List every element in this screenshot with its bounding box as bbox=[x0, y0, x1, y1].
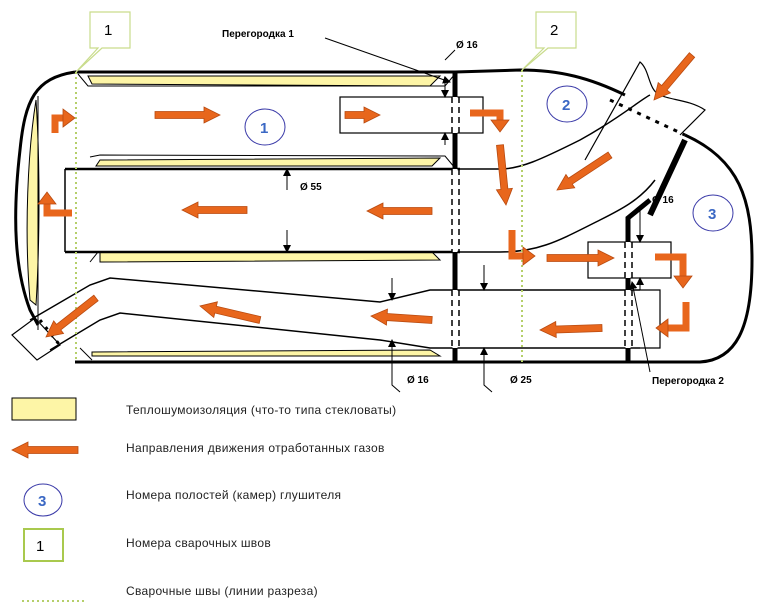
insulation-left bbox=[26, 99, 40, 307]
dim-right-pipe-label: Ø 16 bbox=[652, 195, 674, 206]
flow-arrow bbox=[546, 249, 615, 267]
gas-flow-arrows bbox=[37, 52, 696, 339]
flow-arrow-bend bbox=[508, 230, 536, 266]
dim-bottom-pipe-label: Ø 16 bbox=[407, 375, 429, 386]
insulation-mid-upper bbox=[95, 157, 442, 167]
flow-arrow bbox=[181, 201, 248, 219]
legend-item-seam-number: 1 Номера сварочных швов bbox=[23, 528, 271, 562]
flow-arrow bbox=[344, 106, 381, 124]
chamber-1: 1 bbox=[244, 108, 286, 146]
gas-flow-arrow-sample-shape bbox=[11, 441, 79, 459]
legend-item-insulation: Теплошумоизоляция (что-то типа стекловат… bbox=[11, 397, 396, 421]
seam-number-sample bbox=[23, 528, 64, 562]
svg-text:Номера полостей (камер) глушит: Номера полостей (камер) глушителя bbox=[126, 488, 341, 502]
svg-text:Номера сварочных швов: Номера сварочных швов bbox=[126, 536, 271, 550]
baffle-1 bbox=[451, 72, 460, 362]
svg-text:Теплошумоизоляция (что-то типа: Теплошумоизоляция (что-то типа стекловат… bbox=[126, 403, 396, 417]
svg-text:2: 2 bbox=[562, 97, 570, 114]
insulation-mid-lower bbox=[99, 251, 442, 263]
legend: Теплошумоизоляция (что-то типа стекловат… bbox=[11, 397, 396, 602]
svg-text:Сварочные швы (линии разреза): Сварочные швы (линии разреза) bbox=[126, 584, 318, 598]
flow-arrow-bend bbox=[655, 253, 693, 289]
svg-text:1: 1 bbox=[36, 538, 44, 555]
dim-top-pipe-label: Ø 16 bbox=[456, 40, 478, 51]
legend-item-gas-flow: Направления движения отработанных газов bbox=[11, 441, 385, 459]
flow-arrow bbox=[366, 202, 433, 220]
flow-arrow bbox=[539, 320, 603, 339]
muffler-body bbox=[14, 68, 754, 364]
gas-flow-arrow-sample bbox=[11, 441, 79, 459]
svg-text:1: 1 bbox=[260, 120, 268, 137]
flow-arrow bbox=[495, 144, 513, 206]
chamber-2: 2 bbox=[546, 85, 588, 123]
svg-text:3: 3 bbox=[38, 493, 46, 510]
dim-outlet-pipe-label: Ø 25 bbox=[510, 375, 532, 386]
flow-arrow-bend bbox=[470, 109, 510, 133]
flow-arrow bbox=[154, 106, 221, 124]
seam-number-1: 1 bbox=[104, 22, 112, 39]
insulation-bottom bbox=[91, 349, 442, 357]
lower-pipe-16 bbox=[29, 277, 661, 351]
baffle-2 bbox=[624, 198, 652, 362]
svg-text:3: 3 bbox=[708, 206, 716, 223]
flow-arrow bbox=[370, 308, 433, 326]
flow-arrow-bend bbox=[51, 108, 76, 133]
flow-arrow-bend bbox=[37, 191, 72, 217]
insulation-top bbox=[87, 75, 442, 87]
seam-callout-2: 2 bbox=[521, 11, 577, 71]
insulation-swatch bbox=[11, 397, 77, 421]
baffle-2-label: Перегородка 2 bbox=[652, 376, 724, 387]
dimensions bbox=[283, 37, 651, 393]
flow-arrow-bend bbox=[655, 302, 690, 338]
dim-main-pipe-label: Ø 55 bbox=[300, 182, 322, 193]
seam-callout-1: 1 bbox=[75, 11, 131, 73]
seam-number-2: 2 bbox=[550, 22, 558, 39]
chamber-number-sample bbox=[23, 483, 63, 517]
baffle-1-label: Перегородка 1 bbox=[222, 29, 294, 40]
legend-item-chamber: 3 Номера полостей (камер) глушителя bbox=[23, 483, 341, 517]
chamber-3: 3 bbox=[692, 194, 734, 232]
svg-text:Направления движения отработан: Направления движения отработанных газов bbox=[126, 441, 385, 455]
flow-arrow bbox=[556, 151, 613, 191]
flow-arrow bbox=[45, 294, 99, 338]
legend-item-seam-line: Сварочные швы (линии разреза) bbox=[22, 584, 318, 602]
flow-arrow bbox=[199, 301, 262, 324]
outlet-tube bbox=[11, 317, 64, 361]
flow-arrow bbox=[653, 52, 696, 101]
